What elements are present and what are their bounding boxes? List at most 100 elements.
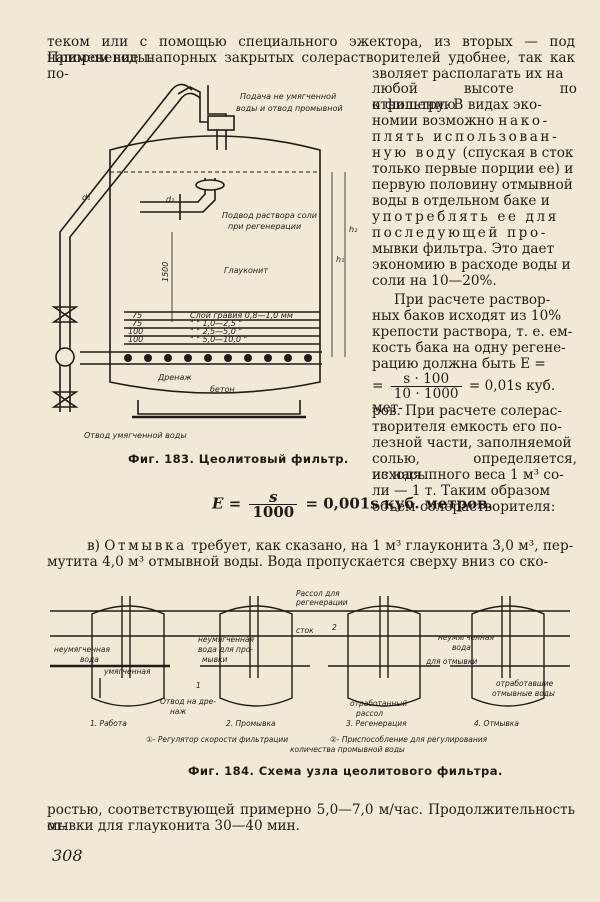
text-line: любой высоте по отношению [372,81,577,113]
text-fragment: номии возможно [372,113,495,129]
figure-183-zeolite-filter: Подача не умягченной воды и отвод промыв… [51,83,358,440]
text-line: соли на 10—20%. [372,273,497,289]
eq-prefix: = [372,378,384,394]
text-line: ростью, соответствующей примерно 5,0—7,0… [47,802,575,834]
text-line: ров. При расчете солерас- [372,403,562,419]
gravel-row-text: " " 5,0—10,0 " [190,335,247,344]
gravel-row-mm: 75 [132,311,142,320]
fig184-label: неумягченная [198,635,255,644]
emphasis-line: плять использован- [372,129,560,145]
fig184-label: рассол [355,709,383,718]
fig183-label: Подача не умягченной [240,92,336,101]
fig184-label: отмывные воды [492,689,555,698]
text-line: зволяет располагать их на [372,66,564,82]
figure-184-caption: Фиг. 184. Схема узла цеолитового фильтра… [188,764,503,778]
fig184-label: наж [170,707,186,716]
page-number: 308 [52,846,83,865]
text-line: ных баков исходят из 10% [372,308,562,324]
text-line: рацию должна быть E = [372,356,546,372]
stage-label: 3. Регенерация [346,719,407,728]
text-line: мутита 4,0 м³ отмывной воды. Вода пропус… [47,554,549,570]
text-line: из насыпного веса 1 м³ со- [372,467,564,483]
fig184-label: отработавшие [496,679,554,688]
legend-item: ②- Приспособление для регулирования [330,735,488,744]
stage-label: 4. Отмывка [474,719,519,728]
gravel-row-mm: 100 [128,335,143,344]
gravel-row-mm: 100 [128,327,143,336]
gravel-row-text: Слой гравия 0,8—1,0 мм [190,311,293,320]
text-fragment: требует, как сказано, на 1 м³ глауконита… [191,538,574,554]
text-fragment: (спуская в сток [458,145,574,161]
text-line: воды в отдельном баке и [372,193,550,209]
fraction: s 1000 [249,490,298,521]
fraction-denominator: 1000 [252,503,295,521]
fig184-label: Рассол для [296,589,340,598]
fig183-label: d₁ [82,193,90,202]
text-line: ную воду (спуская в сток [372,145,577,162]
fig183-label: бетон [210,385,235,394]
fig184-label: 2 [332,623,337,632]
text-line: крепости раствора, т. е. ем- [372,324,573,340]
emphasis-line: последующей про- [372,225,548,241]
text-line: мывки для глауконита 30—40 мин. [47,818,300,834]
fig184-label: регенерации [295,598,348,607]
text-line: ли — 1 т. Таким образом [372,483,551,499]
text-line: в) Отмывка требует, как сказано, на 1 м³… [47,538,575,555]
fig184-label: отработанный [350,699,407,708]
fig184-label: Отвод на дре- [160,697,216,706]
list-marker: в) [87,538,100,554]
legend-item: ①- Регулятор скорости фильтрации [146,735,288,744]
text-line: теком или с помощью специального эжектор… [47,34,575,66]
fig183-label: d₂ [166,195,175,204]
fig183-label: при регенерации [228,222,301,231]
formula-lhs: E = [212,494,242,513]
emphasis: ную воду [372,145,459,161]
fig184-label: мывки [202,655,228,664]
fig183-label: 1500 [161,262,170,282]
text-line: мывки фильтра. Это дает [372,241,555,257]
fig184-label: сток [296,626,314,635]
gravel-row-text: " " 2,5—5,0 " [190,327,242,336]
text-line: лезной части, заполняемой [372,435,572,451]
fig184-label: неумягченная [54,645,111,654]
text-line: солью, определяется, исходя [372,451,577,483]
stage-label: 2. Промывка [226,719,276,728]
fig184-label: 1 [196,681,201,690]
fraction-numerator: s · 100 [390,372,462,387]
fig183-label: Дренаж [157,373,192,382]
text-line: экономию в расходе воды и [372,257,571,273]
fig184-label: для отмывки [425,657,477,666]
fraction-denominator: 10 · 1000 [393,386,459,402]
fig183-label: Отвод умягченной воды [84,431,187,440]
fraction: s · 100 10 · 1000 [390,372,462,402]
emphasis-line: употреблять ее для [372,209,559,225]
formula-rhs: = 0,001s куб. метров. [305,494,493,513]
emphasis: нако- [498,113,550,129]
text-line: кость бака на одну регене- [372,340,566,356]
figure-183-caption: Фиг. 183. Цеолитовый фильтр. [128,452,349,466]
fig183-label: h₁ [336,255,344,264]
inline-equation: = s · 100 10 · 1000 = 0,01s куб. мет- [372,372,577,417]
text-line: творителя емкость его по- [372,419,562,435]
fig183-label: Подвод раствора соли [222,211,317,220]
fig184-label: вода [452,643,471,652]
text-line: к фильтру. В видах эко- [372,97,542,113]
fig183-label: воды и отвод промывной [236,104,343,113]
fig183-label: h₂ [349,225,358,234]
text-line: номии возможно нако- [372,113,577,130]
stage-label: 1. Работа [90,719,127,728]
figure-184-filter-node-scheme: неумягченная вода умягченная Отвод на др… [50,589,570,754]
display-formula: E = s 1000 = 0,001s куб. метров. [212,490,493,521]
fig183-label: Глауконит [224,266,268,275]
text-line: При расчете раствор- [394,292,551,308]
gravel-row-mm: 75 [132,319,142,328]
text-line: Применение напорных закрытых солераствор… [47,50,575,82]
legend-item: количества промывной воды [290,745,405,754]
text-line: первую половину отмывной [372,177,573,193]
fig184-label: неумягченная [438,633,495,642]
text-line: объем солерастворителя: [372,499,556,515]
fraction-numerator: s [249,490,298,505]
fig184-label: умягченная [103,667,151,676]
text-line: только первые порции ее) и [372,161,574,177]
